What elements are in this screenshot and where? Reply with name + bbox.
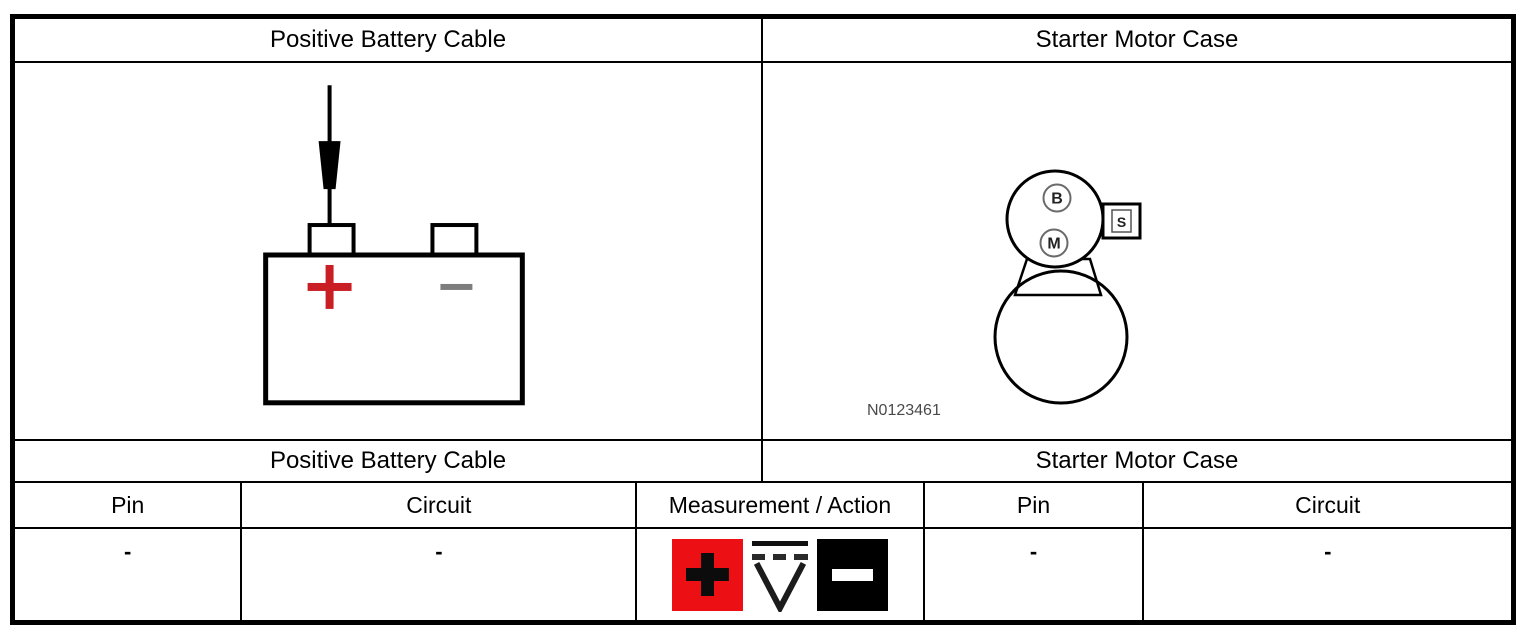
- starter-motor-case-circle: [993, 269, 1129, 405]
- terminal-b-circle: [1042, 183, 1072, 213]
- battery-positive-post: [307, 223, 356, 257]
- column-header-left-circuit: Circuit: [242, 483, 638, 527]
- figure-code: N0123461: [867, 402, 941, 419]
- terminal-m-circle: [1039, 228, 1069, 258]
- column-header-measurement: Measurement / Action: [637, 483, 925, 527]
- dc-voltage-measurement-icon: [671, 538, 888, 612]
- diagram-row: B M S N0123461: [15, 63, 1511, 441]
- dc-volts-symbol-icon: [751, 540, 808, 612]
- terminal-b-label: B: [1051, 191, 1063, 208]
- right-panel-title: Starter Motor Case: [1035, 26, 1239, 53]
- starter-motor-diagram: B M S N0123461: [867, 169, 1142, 419]
- right-panel-title-cell: Starter Motor Case: [763, 19, 1511, 61]
- starter-diagram-cell: B M S N0123461: [763, 63, 1511, 439]
- left-circuit-value: -: [435, 539, 443, 564]
- left-pin-header-label: Pin: [111, 491, 145, 518]
- left-circuit-value-cell: -: [242, 529, 638, 620]
- left-section-title-cell: Positive Battery Cable: [15, 441, 763, 481]
- terminal-s-label: S: [1117, 214, 1126, 230]
- battery-positive-icon: [307, 264, 352, 309]
- pinpoint-test-table: Positive Battery Cable Starter Motor Cas…: [10, 14, 1516, 625]
- left-pin-value-cell: -: [15, 529, 243, 620]
- right-section-title-cell: Starter Motor Case: [763, 441, 1511, 481]
- measurement-value-cell: [637, 529, 925, 620]
- battery-negative-post: [430, 223, 479, 257]
- column-header-right-circuit: Circuit: [1144, 483, 1511, 527]
- battery-diagram: [263, 85, 525, 406]
- column-header-row: Pin Circuit Measurement / Action Pin Cir…: [15, 483, 1511, 529]
- measurement-header-label: Measurement / Action: [668, 491, 892, 518]
- minus-glyph-icon: [831, 568, 873, 581]
- left-circuit-header-label: Circuit: [406, 491, 472, 518]
- terminal-m-label: M: [1047, 236, 1060, 253]
- probe-tip-icon: [318, 141, 341, 190]
- value-row: - -: [15, 529, 1511, 620]
- left-panel-title-cell: Positive Battery Cable: [15, 19, 763, 61]
- battery-body: [263, 252, 525, 406]
- terminal-s-box: [1111, 209, 1132, 233]
- right-pin-value: -: [1029, 539, 1038, 564]
- column-header-right-pin: Pin: [925, 483, 1145, 527]
- left-panel-title: Positive Battery Cable: [269, 26, 507, 53]
- right-circuit-value-cell: -: [1144, 529, 1511, 620]
- left-pin-value: -: [124, 539, 132, 564]
- battery-diagram-cell: [15, 63, 763, 439]
- right-circuit-value: -: [1324, 539, 1332, 564]
- right-pin-value-cell: -: [925, 529, 1145, 620]
- plus-glyph-icon: [685, 552, 729, 596]
- section-title-row: Positive Battery Cable Starter Motor Cas…: [15, 441, 1511, 483]
- left-section-title: Positive Battery Cable: [269, 447, 507, 474]
- right-section-title: Starter Motor Case: [1035, 447, 1239, 474]
- right-pin-header-label: Pin: [1016, 491, 1051, 518]
- battery-negative-icon: [440, 283, 473, 290]
- column-header-left-pin: Pin: [15, 483, 243, 527]
- top-title-row: Positive Battery Cable Starter Motor Cas…: [15, 19, 1511, 63]
- right-circuit-header-label: Circuit: [1295, 491, 1361, 518]
